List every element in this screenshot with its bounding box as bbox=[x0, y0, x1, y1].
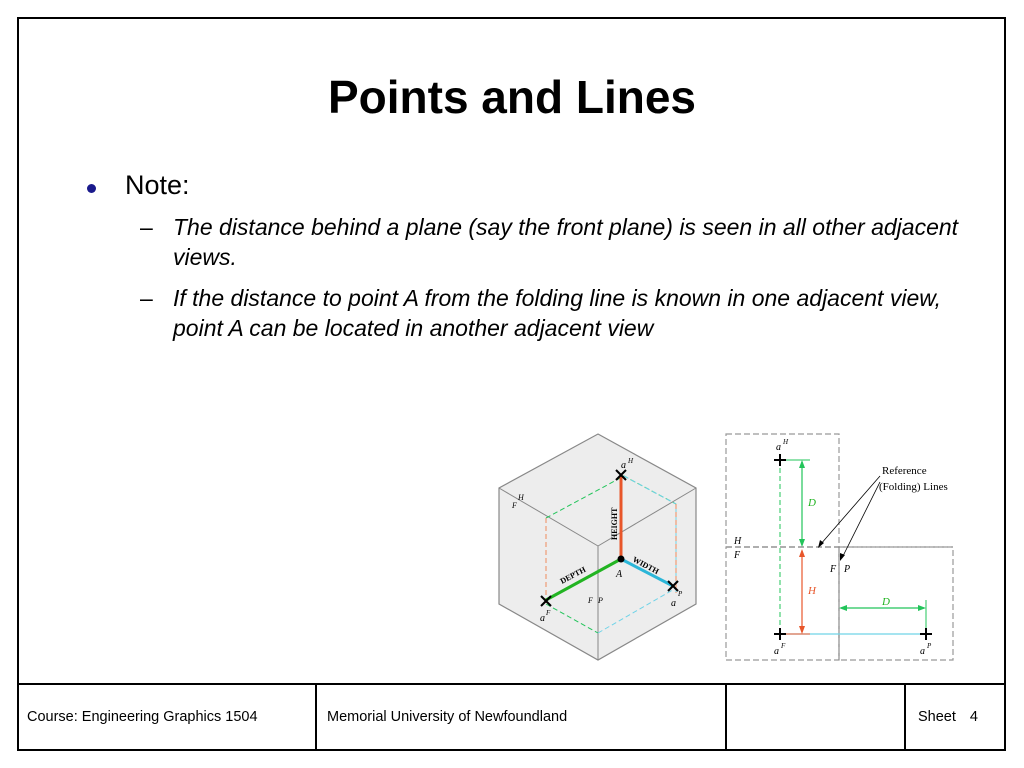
label-aP-sup: P bbox=[926, 642, 932, 650]
side-view-panel bbox=[838, 546, 954, 661]
marker-aF bbox=[540, 595, 552, 607]
leader-arrow-1 bbox=[818, 540, 824, 548]
label-fp-p: P bbox=[597, 596, 603, 605]
box-edge-right bbox=[597, 487, 697, 547]
dim-h-arrow-down bbox=[799, 626, 805, 634]
marker-aP bbox=[920, 628, 932, 640]
label-aF-sup: F bbox=[780, 642, 786, 650]
label-aH-sup: H bbox=[627, 457, 634, 465]
dim-d-right-arrow-right bbox=[918, 605, 926, 611]
bullet-note: Note: bbox=[125, 170, 190, 200]
label-fp-f: F bbox=[587, 596, 593, 605]
subpoint-2-text: If the distance to point A from the fold… bbox=[173, 285, 941, 341]
footer-course: Course: Engineering Graphics 1504 bbox=[19, 685, 317, 749]
label-aP: a bbox=[671, 598, 676, 609]
label-h-mid: H bbox=[807, 585, 817, 597]
slide-title: Points and Lines bbox=[327, 71, 697, 123]
label-aH-sup: H bbox=[782, 438, 789, 446]
label-aH: a bbox=[776, 442, 781, 453]
subpoint-2: – If the distance to point A from the fo… bbox=[140, 283, 980, 343]
label-hf-f: F bbox=[733, 550, 741, 561]
label-hf-h: H bbox=[733, 536, 742, 547]
dim-d-top-arrow-down bbox=[799, 539, 805, 547]
top-view-panel bbox=[725, 433, 840, 548]
subpoint-dash: – bbox=[140, 285, 153, 311]
orthographic-figure: a H a F a P D H D H F F P Reference (Fol… bbox=[725, 433, 954, 661]
label-aF: a bbox=[774, 646, 779, 657]
label-aH: a bbox=[621, 460, 626, 471]
subpoint-1-text: The distance behind a plane (say the fro… bbox=[173, 214, 959, 270]
label-aF-sup: F bbox=[545, 609, 551, 617]
label-folding-lines: (Folding) Lines bbox=[879, 481, 948, 493]
leader-arrow-2 bbox=[840, 553, 845, 561]
footer-blank bbox=[727, 685, 906, 749]
footer-sheet: Sheet 4 bbox=[906, 685, 1004, 749]
point-a-dot bbox=[617, 555, 625, 563]
dashed-cyan-bottom bbox=[597, 587, 677, 634]
label-point-a: A bbox=[615, 569, 623, 580]
marker-aF bbox=[774, 628, 786, 640]
label-hf-h: H bbox=[517, 493, 525, 502]
dim-d-top-arrow-up bbox=[799, 460, 805, 468]
width-line bbox=[620, 557, 674, 588]
subpoint-dash: – bbox=[140, 214, 153, 240]
footer-sheet-number: 4 bbox=[969, 709, 978, 725]
label-height: HEIGHT bbox=[610, 507, 619, 540]
label-fp-f: F bbox=[829, 564, 837, 575]
depth-line bbox=[545, 557, 622, 602]
subpoint-1: – The distance behind a plane (say the f… bbox=[140, 212, 980, 272]
leader-line-2 bbox=[841, 481, 881, 559]
label-aP-sup: P bbox=[677, 590, 683, 598]
marker-aH bbox=[615, 469, 627, 481]
footer-university-text: Memorial University of Newfoundland bbox=[327, 709, 568, 725]
label-d-right: D bbox=[881, 596, 890, 608]
dim-d-right-arrow-left bbox=[839, 605, 847, 611]
bullet-dot bbox=[87, 184, 96, 193]
marker-aP bbox=[667, 580, 679, 592]
label-d-top: D bbox=[807, 497, 816, 509]
isometric-box-figure: HEIGHT WIDTH DEPTH A a H a P a F H F F P bbox=[498, 433, 697, 661]
leader-line-1 bbox=[819, 475, 881, 546]
label-aP: a bbox=[920, 646, 925, 657]
slide-footer: Course: Engineering Graphics 1504 Memori… bbox=[17, 683, 1006, 751]
label-hf-f: F bbox=[511, 501, 517, 510]
label-fp-p: P bbox=[843, 564, 850, 575]
footer-sheet-label: Sheet bbox=[918, 709, 956, 725]
dim-h-arrow-up bbox=[799, 549, 805, 557]
marker-aH bbox=[774, 454, 786, 466]
footer-university: Memorial University of Newfoundland bbox=[317, 685, 727, 749]
footer-course-text: Course: Engineering Graphics 1504 bbox=[27, 709, 258, 725]
label-aF: a bbox=[540, 613, 545, 624]
label-reference: Reference bbox=[882, 465, 927, 477]
dashed-green-bottom bbox=[545, 603, 599, 634]
